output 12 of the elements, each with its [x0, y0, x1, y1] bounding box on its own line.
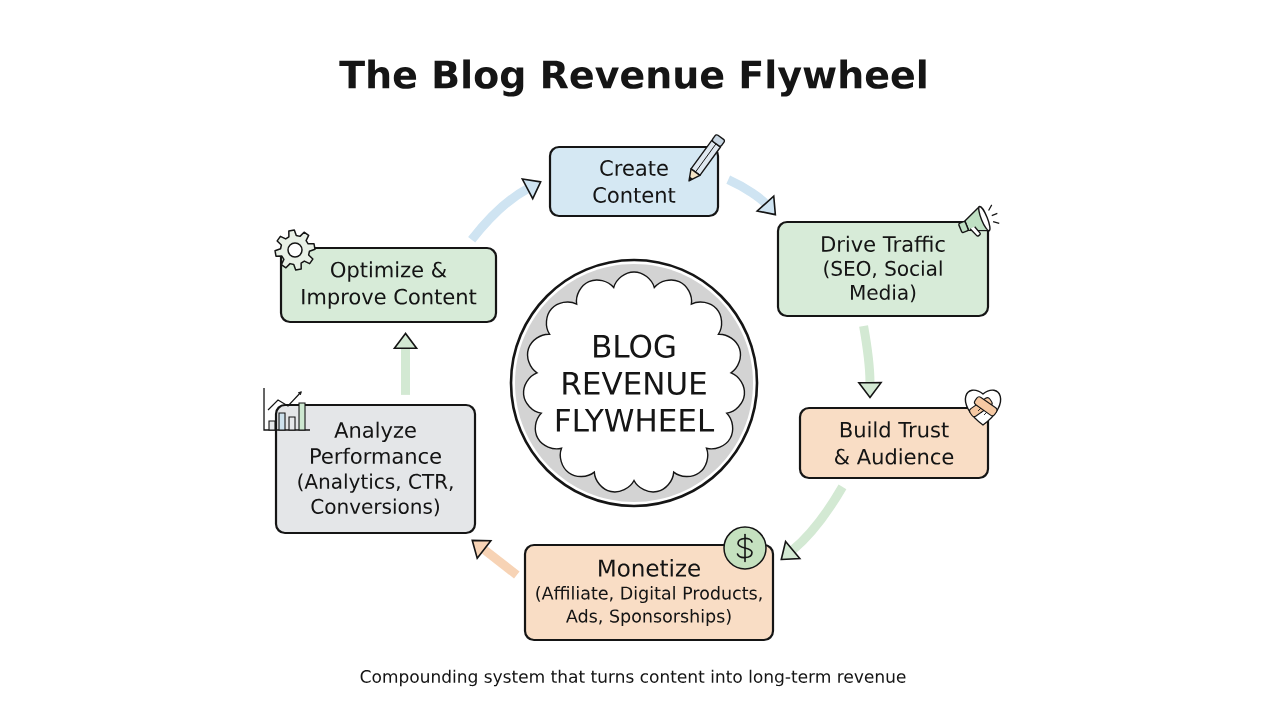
rounded-box: Drive Traffic (SEO, Social Media): [776, 220, 990, 318]
block-arrow: [468, 178, 542, 243]
rounded-box: Create Content: [548, 145, 720, 218]
rounded-box: Monetize (Affiliate, Digital Products, Ads, Sponsorships): [523, 543, 775, 642]
block-arrow: [471, 539, 520, 579]
rounded-box: Optimize & Improve Content: [279, 246, 498, 324]
block-arrow: [780, 484, 847, 561]
rounded-box: Build Trust & Audience: [798, 406, 990, 480]
title: The Blog Revenue Flywheel: [339, 59, 926, 97]
rounded-box: Analyze Performance (Analytics, CTR, Conversions): [274, 403, 477, 535]
caption: Compounding system that turns content into long-term revenue: [360, 669, 906, 687]
block-arrow: [726, 175, 777, 216]
